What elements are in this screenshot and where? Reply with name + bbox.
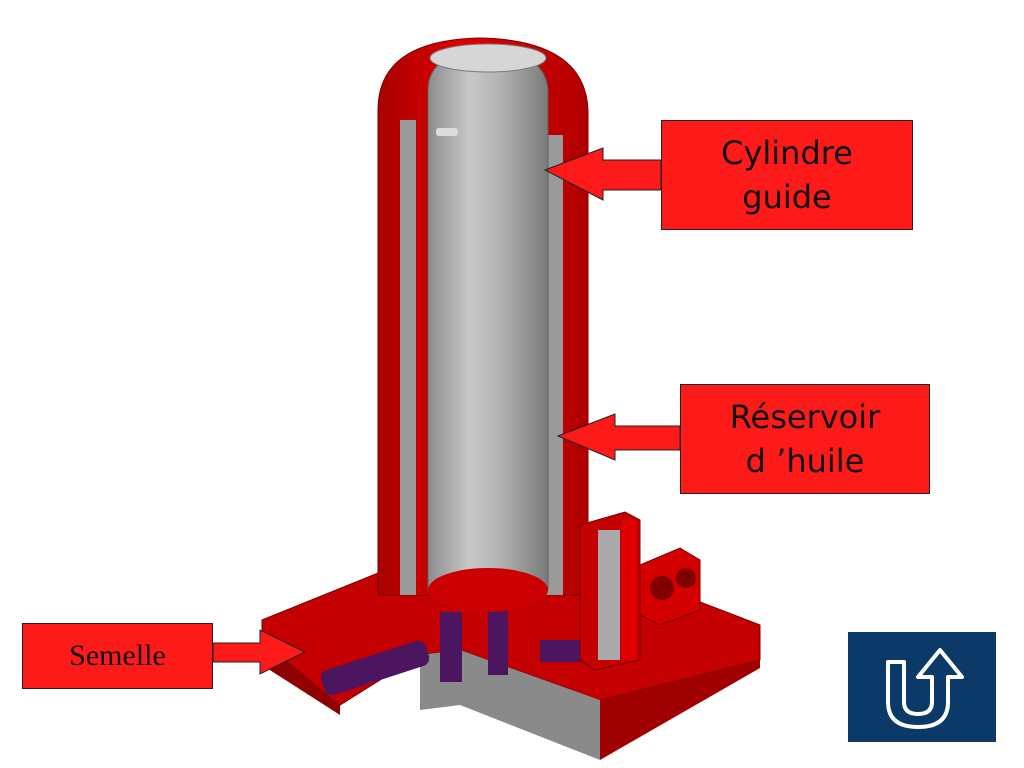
label-reservoir-huile: Réservoir d ’huile: [680, 384, 930, 494]
pump-assembly: [579, 511, 701, 671]
label-cylindre-line2: guide: [742, 178, 832, 216]
label-semelle-text: Semelle: [69, 639, 166, 672]
guide-cylinder: [427, 43, 549, 612]
label-cylindre-line1: Cylindre: [721, 134, 853, 172]
arrow-semelle: [212, 629, 307, 675]
back-navigation-button[interactable]: [848, 632, 996, 742]
label-cylindre-guide: Cylindre guide: [661, 120, 913, 230]
label-reservoir-line1: Réservoir: [729, 398, 881, 436]
label-reservoir-line2: d ’huile: [745, 442, 865, 480]
u-turn-up-arrow-icon: [848, 632, 996, 742]
label-semelle: Semelle: [22, 623, 213, 689]
